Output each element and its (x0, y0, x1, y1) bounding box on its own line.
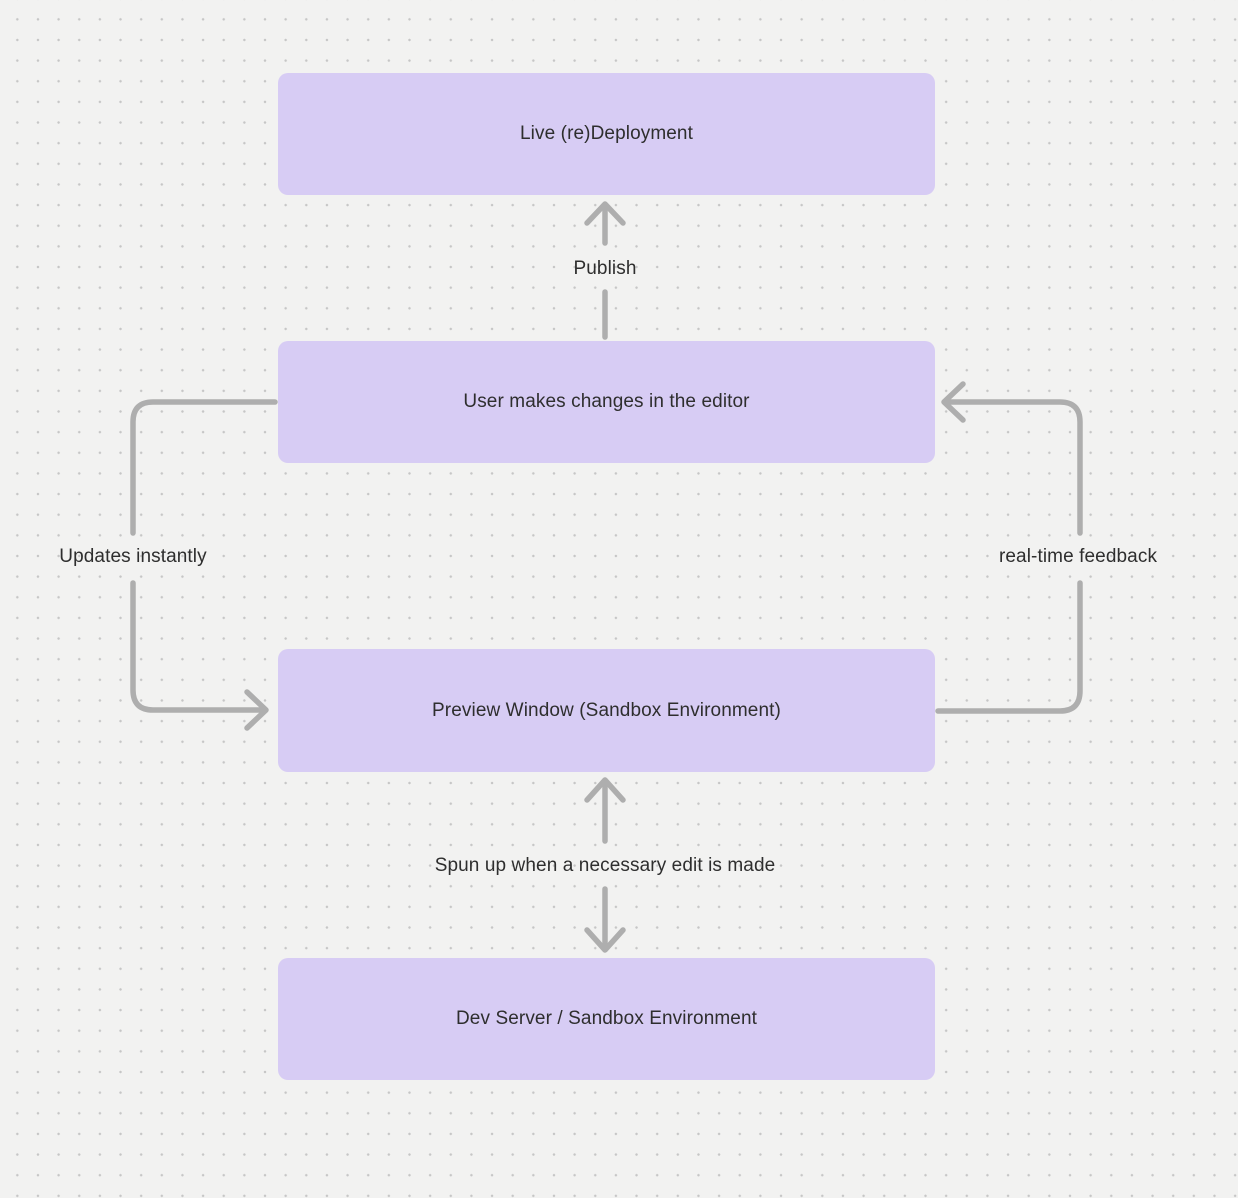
arrowhead-up-icon (584, 777, 626, 803)
node-preview-window[interactable]: Preview Window (Sandbox Environment) (278, 649, 935, 772)
node-live-redeployment[interactable]: Live (re)Deployment (278, 73, 935, 195)
edge-label-real-time-feedback: real-time feedback (998, 546, 1158, 567)
node-dev-server[interactable]: Dev Server / Sandbox Environment (278, 958, 935, 1080)
node-label: Dev Server / Sandbox Environment (455, 1008, 757, 1029)
arrowhead-right-icon (244, 689, 269, 731)
arrowhead-down-icon (584, 927, 626, 953)
node-label: Preview Window (Sandbox Environment) (432, 699, 781, 721)
spun-up-arrow-down (584, 886, 626, 953)
edge-label-updates-instantly: Updates instantly (59, 546, 207, 567)
arrowhead-left-icon (941, 381, 966, 423)
spun-up-arrow-up (584, 777, 626, 844)
node-label: Live (re)Deployment (520, 123, 693, 144)
node-user-editor[interactable]: User makes changes in the editor (278, 341, 935, 463)
edge-label-publish: Publish (573, 258, 637, 279)
node-label: User makes changes in the editor (463, 391, 750, 412)
edge-label-spun-up: Spun up when a necessary edit is made (434, 855, 776, 876)
arrowhead-up-icon (584, 201, 626, 226)
